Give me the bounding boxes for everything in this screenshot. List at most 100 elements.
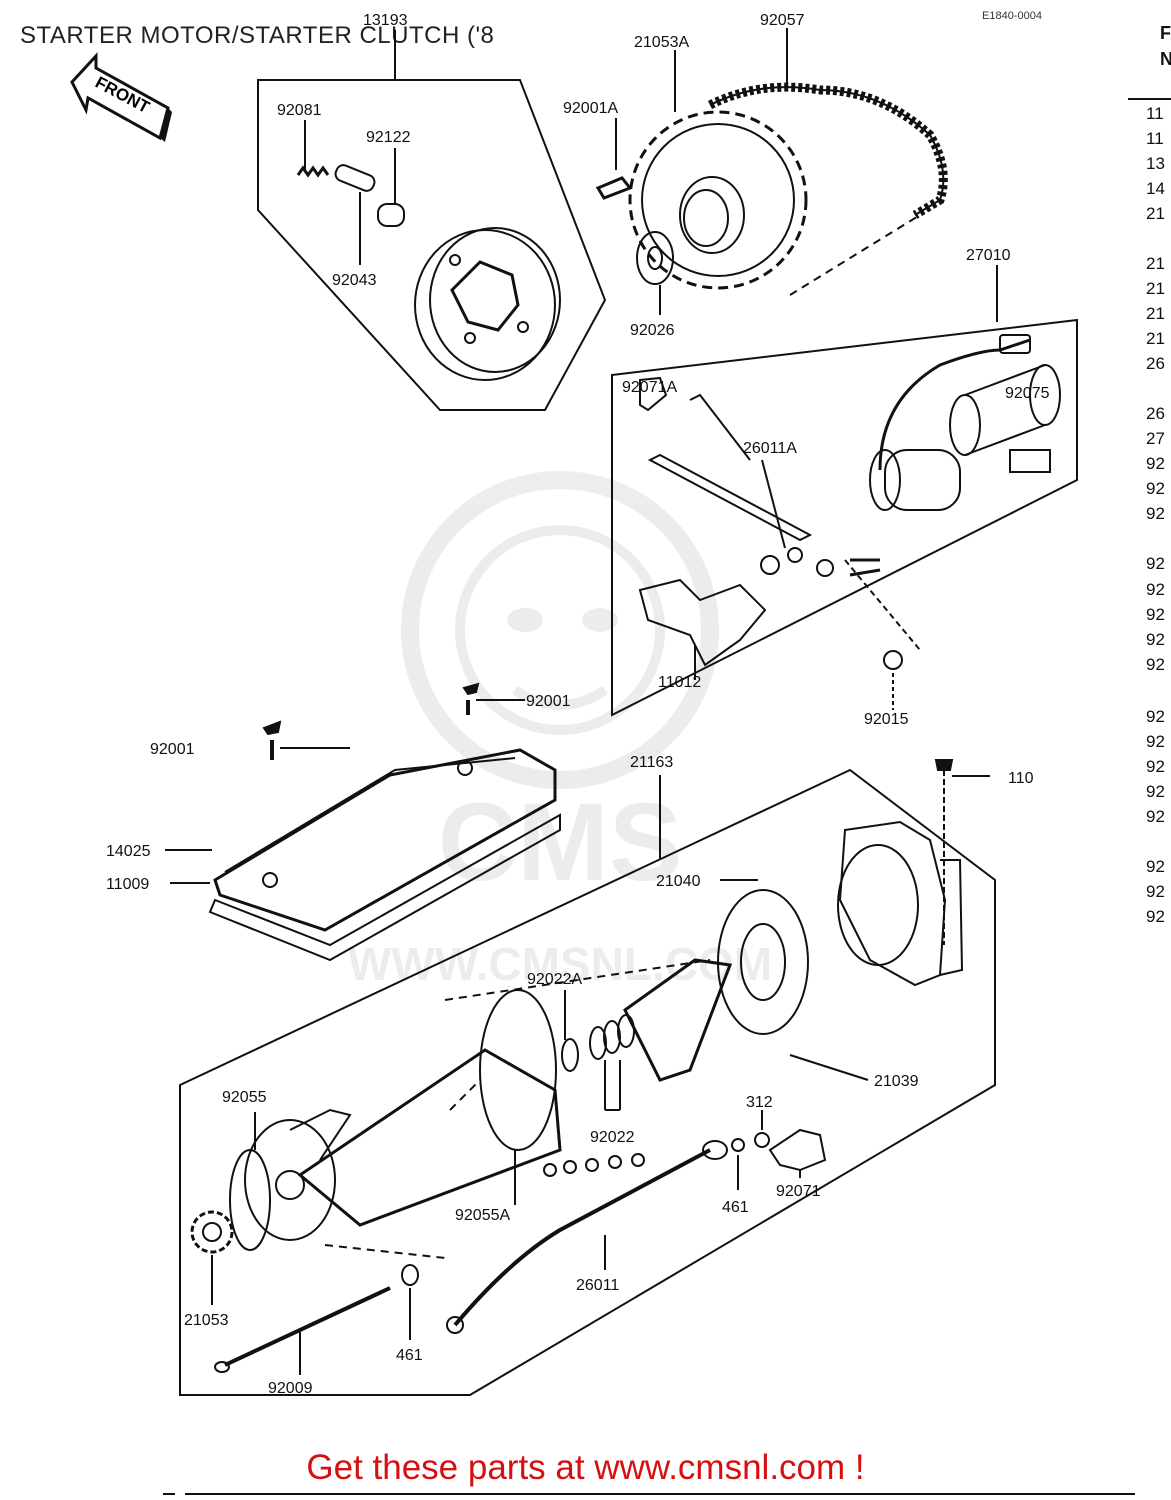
callout-21053: 21053 (184, 1312, 229, 1329)
callout-92022A: 92022A (527, 971, 582, 988)
parts-list-entry[interactable]: 92 (1146, 504, 1165, 523)
callout-27010: 27010 (966, 247, 1011, 264)
relay-body (884, 449, 961, 511)
sprocket-chain-group (595, 28, 948, 315)
brush-plate-21039 (623, 889, 809, 1082)
cover-92071 (768, 1128, 827, 1172)
spring-92081 (296, 165, 330, 178)
callout-110: 110 (1008, 770, 1034, 787)
callout-92009: 92009 (268, 1380, 313, 1397)
cover-92071A (639, 376, 668, 412)
parts-list-entry[interactable]: 21 (1146, 329, 1165, 348)
parts-list-entry[interactable]: 92 (1146, 454, 1165, 473)
callout-92075: 92075 (1005, 385, 1050, 402)
parts-list-entry[interactable]: 11 (1146, 104, 1164, 123)
parts-list-entry[interactable]: 92 (1146, 605, 1165, 624)
watermark-url: WWW.CMSNL.COM (348, 938, 772, 990)
washer-461a (731, 1138, 745, 1152)
callout-21040: 21040 (656, 873, 701, 890)
parts-list-header-line-2: N (1160, 49, 1171, 69)
cta-link[interactable]: Get these parts at www.cmsnl.com ! (306, 1448, 865, 1487)
parts-list-header-line-1: F (1160, 23, 1171, 43)
parts-list-entry[interactable]: 92 (1146, 732, 1165, 751)
gasket-11009 (208, 813, 561, 962)
parts-list-entry[interactable]: 92 (1146, 782, 1165, 801)
callout-21053A: 21053A (634, 34, 689, 51)
end-cover-21163 (837, 820, 964, 987)
callout-26011A: 26011A (743, 440, 797, 457)
parts-list-entry[interactable]: 26 (1146, 354, 1165, 373)
o-ring-92055 (229, 1149, 271, 1251)
callout-461-lower: 461 (396, 1347, 423, 1364)
parts-list-entry[interactable]: 21 (1146, 279, 1165, 298)
front-arrow: FRONT (70, 52, 172, 142)
nut-92015 (883, 650, 903, 670)
parts-list-entry[interactable]: 13 (1146, 154, 1165, 173)
washer-461b (401, 1264, 419, 1286)
bottom-tick (163, 1493, 175, 1495)
callout-92071A: 92071A (622, 379, 677, 396)
cover-11012 (638, 578, 767, 667)
clutch-body (414, 227, 561, 381)
plunger-92043 (334, 164, 376, 192)
callout-92057: 92057 (760, 12, 805, 29)
cap-92122 (377, 203, 405, 227)
page-title: STARTER MOTOR/STARTER CLUTCH ('8 (20, 22, 495, 49)
parts-list-entry[interactable]: 21 (1146, 254, 1165, 273)
parts-list-entry[interactable]: 92 (1146, 907, 1165, 926)
callout-labels: 13193 92081 92122 92043 92057 21053A 920… (106, 12, 1050, 1397)
callout-92081: 92081 (277, 102, 322, 119)
callout-92122: 92122 (366, 129, 411, 146)
callout-92001-upper: 92001 (526, 693, 571, 710)
parts-list-entry[interactable]: 92 (1146, 655, 1165, 674)
bottom-rule (185, 1493, 1135, 1495)
callout-92055: 92055 (222, 1089, 267, 1106)
parts-list-column: F N 11 11 13 14 21 21 21 21 21 26 26 27 … (1118, 20, 1171, 580)
bolt-92001A (595, 176, 633, 200)
parts-list-entry[interactable]: 26 (1146, 404, 1165, 423)
parts-list-entry[interactable]: 92 (1146, 807, 1165, 826)
callout-21039: 21039 (874, 1073, 919, 1090)
callout-92015: 92015 (864, 711, 909, 728)
parts-list-entry[interactable]: 92 (1146, 757, 1165, 776)
lead-26011 (446, 1140, 728, 1334)
parts-list-column-lower: 92 92 92 92 92 92 92 92 92 92 92 92 (1118, 580, 1171, 1080)
parts-list-entry[interactable]: 92 (1146, 857, 1165, 876)
watermark-brand: CMS (438, 781, 682, 904)
parts-list-entry[interactable]: 27 (1146, 429, 1165, 448)
callout-21163: 21163 (630, 754, 673, 771)
parts-list-entry[interactable]: 11 (1146, 129, 1164, 148)
cover-14025 (213, 748, 557, 932)
callout-92001-left: 92001 (150, 741, 195, 758)
parts-list-entry[interactable]: 92 (1146, 580, 1165, 599)
callout-312: 312 (746, 1094, 773, 1111)
shims-92022 (561, 1014, 635, 1072)
parts-list-entry[interactable]: 14 (1146, 179, 1165, 198)
parts-list-header: F N (1118, 20, 1171, 72)
callout-92001A: 92001A (563, 100, 618, 117)
callout-92022: 92022 (590, 1129, 635, 1146)
cms-watermark: CMS WWW.CMSNL.COM (348, 471, 772, 990)
nut-312 (754, 1132, 770, 1148)
callout-92043: 92043 (332, 272, 377, 289)
sprocket-21053 (190, 1210, 234, 1254)
parts-list-entry[interactable]: 92 (1146, 707, 1165, 726)
parts-list-entry[interactable]: 21 (1146, 204, 1165, 223)
washer-92026 (636, 231, 674, 285)
callout-92071: 92071 (776, 1183, 821, 1200)
callout-11009: 11009 (106, 876, 149, 893)
callout-14025: 14025 (106, 843, 151, 860)
parts-list-entry[interactable]: 92 (1146, 882, 1165, 901)
parts-list-entry[interactable]: 92 (1146, 630, 1165, 649)
diagram-code: E1840-0004 (982, 10, 1042, 22)
parts-list-rule (1128, 98, 1171, 100)
parts-list-entry[interactable]: 21 (1146, 304, 1165, 323)
callout-92055A: 92055A (455, 1207, 510, 1224)
callout-461-right: 461 (722, 1199, 749, 1216)
parts-list-entry[interactable]: 92 (1146, 554, 1165, 573)
nut-92015a (760, 555, 780, 575)
callout-92026: 92026 (630, 322, 675, 339)
motor-body (244, 989, 562, 1241)
parts-list-entry[interactable]: 92 (1146, 479, 1165, 498)
